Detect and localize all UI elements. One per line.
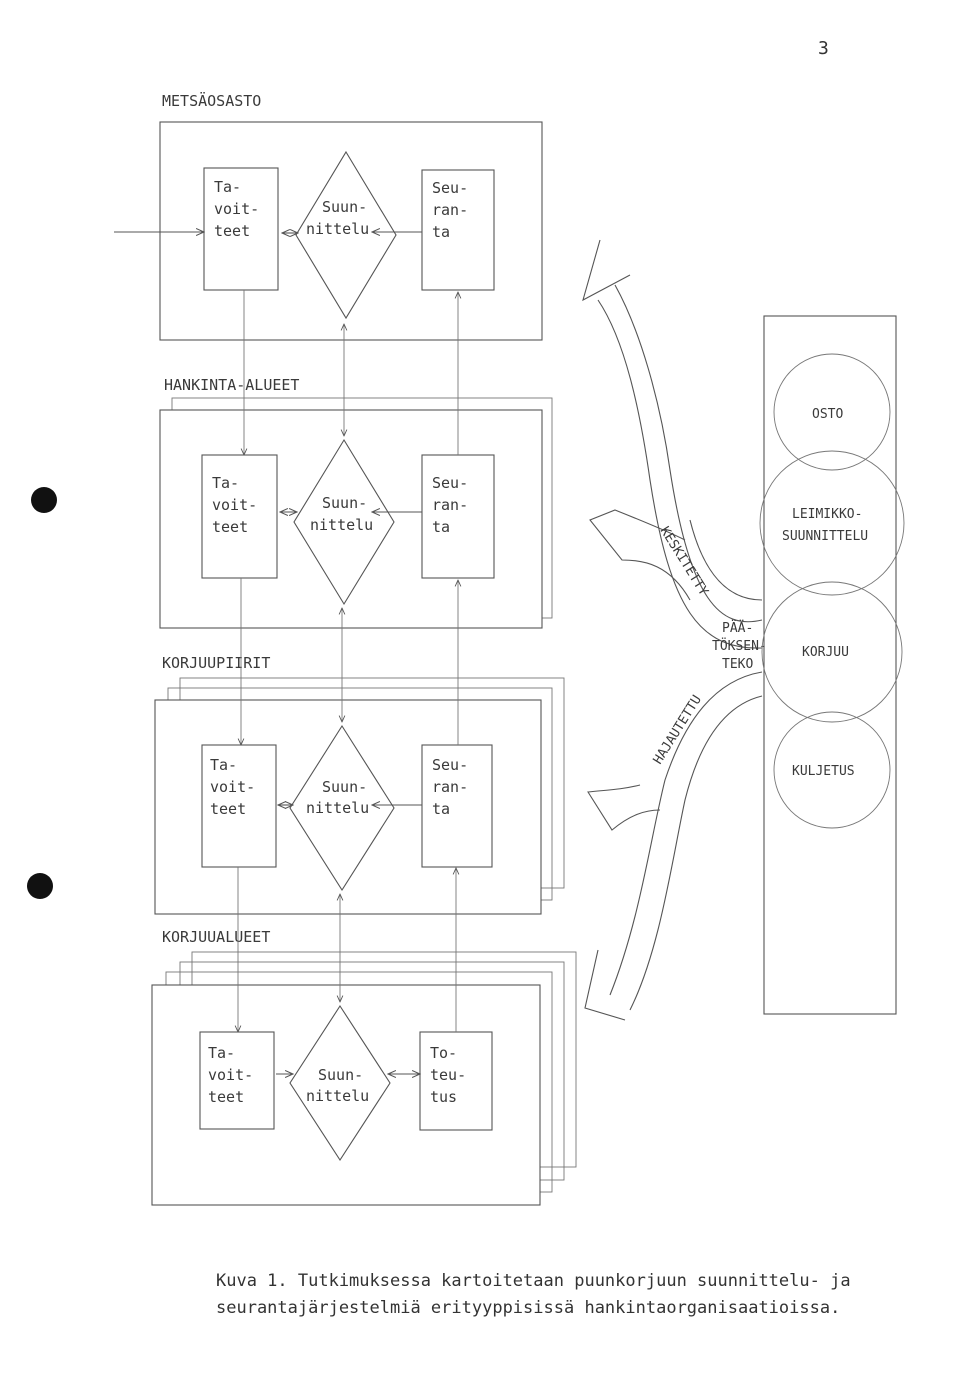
suunnittelu-label: Suun-nittelu [306,1066,369,1105]
hole-punch-mark [31,487,57,513]
leimikkosuunnittelu-circle [759,450,905,596]
lower-middle-arrow [587,784,661,831]
function-column [763,315,897,1015]
paatoksenteko-label: PÄÄ-TÖKSEN-TEKO [712,620,767,672]
toteutus-label: To-teu-tus [430,1044,466,1106]
seuranta-box [421,744,493,868]
caption-line-1: Kuva 1. Tutkimuksessa kartoitetaan puunk… [216,1271,851,1291]
suunnittelu-diamond [289,1004,391,1162]
osto-circle [773,353,891,471]
suunnittelu-label: Suun-nittelu [306,198,369,238]
seuranta-label: Seu-ran-ta [432,756,468,818]
middle-arrow [589,509,691,601]
section-label-korjuupiirit: KORJUUPIIRIT [162,654,270,672]
hajautettu-band-outer [629,695,763,1011]
tavoitteet-label: Ta-voit-teet [212,474,257,536]
suunnittelu-label: Suun-nittelu [310,494,373,534]
suunnittelu-diamond [289,724,395,892]
page-number: 3 [818,38,829,59]
figure-caption: Kuva 1. Tutkimuksessa kartoitetaan puunk… [216,1268,916,1322]
suunnittelu-label: Suun-nittelu [306,778,369,817]
section-label-hankinta-alueet: HANKINTA-ALUEET [164,376,299,394]
hajautettu-label: HAJAUTETTU [651,693,705,767]
keskitetty-band [689,519,763,601]
seuranta-box [421,169,495,291]
tavoitteet-label: Ta-voit-teet [208,1044,253,1106]
leimikkosuunnittelu-label: LEIMIKKO-SUUNNITTELU [782,507,868,544]
caption-line-2: seurantajärjestelmiä erityyppisissä hank… [216,1298,841,1318]
tavoitteet-box [203,167,279,291]
kuljetus-circle [773,711,891,829]
keskitetty-band-inner [614,284,763,623]
arrowhead [584,949,626,1021]
suunnittelu-diamond [293,438,395,606]
seuranta-label: Seu-ran-ta [432,179,468,241]
seuranta-label: Seu-ran-ta [432,474,468,536]
arrowhead [582,239,631,302]
keskitetty-label: KESKITETTY [657,524,711,598]
tavoitteet-box [201,454,278,579]
kuljetus-label: KULJETUS [792,764,855,779]
keskitetty-band-outer [597,299,763,649]
hole-punch-mark [27,873,53,899]
section-label-metsaosasto: METSÄOSASTO [162,91,261,110]
section-frame [151,984,541,1206]
hajautettu-band-inner [609,671,763,996]
tavoitteet-label: Ta-voit-teet [214,178,259,240]
korjuu-circle [761,581,903,723]
section-label-korjuualueet: KORJUUALUEET [162,928,270,946]
korjuu-label: KORJUU [802,645,849,660]
osto-label: OSTO [812,407,843,422]
suunnittelu-diamond [295,150,397,320]
tavoitteet-label: Ta-voit-teet [210,756,255,818]
section-frame [159,121,543,341]
